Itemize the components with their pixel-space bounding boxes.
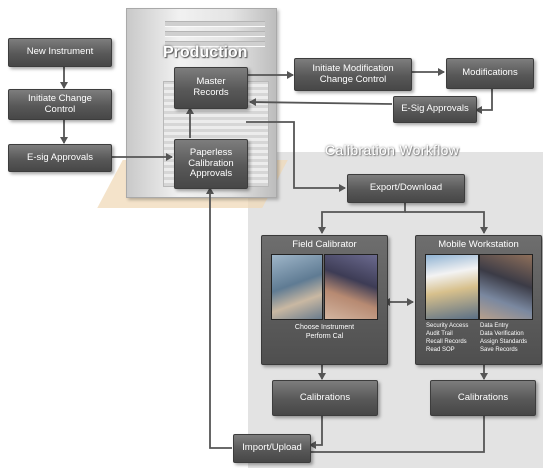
calibrations-left-box: Calibrations (272, 380, 378, 416)
feature-item: Audit Trail (426, 331, 453, 338)
master-records-box: Master Records (174, 67, 248, 109)
mobile-features-right: Data Entry Data Verification Assign Stan… (480, 322, 527, 354)
import-upload-box: Import/Upload (233, 434, 311, 463)
feature-item: Assign Standards (480, 339, 528, 346)
arrow-import-to-paperless (206, 187, 232, 449)
feature-item: Read SOP (426, 347, 455, 354)
field-calibrator-title: Field Calibrator (292, 239, 357, 250)
field-calibrator-device-photo (324, 254, 378, 320)
arrow-modifications-to-esig (475, 87, 493, 114)
new-instrument-box: New Instrument (8, 38, 112, 67)
feature-item: Recall Records (426, 339, 467, 346)
field-technician-photo (271, 254, 323, 320)
arrow-calibrations-to-import (309, 414, 323, 449)
mobile-workstation-panel: Mobile Workstation Security Access Audit… (415, 235, 542, 365)
mobile-workstation-title: Mobile Workstation (438, 239, 519, 250)
initiate-modification-box: Initiate Modification Change Control (294, 58, 412, 91)
field-calibrator-panel: Field Calibrator Choose Instrument Perfo… (261, 235, 388, 365)
calibrations-right-box: Calibrations (430, 380, 536, 416)
feature-item: Save Records (480, 347, 518, 354)
arrow-calibrations-right-to-import (310, 414, 485, 453)
mobile-features-left: Security Access Audit Trail Recall Recor… (426, 322, 468, 354)
arrow-export-split-right (405, 211, 488, 234)
initiate-change-control-box: Initiate Change Control (8, 89, 112, 120)
arrow-esig-to-master (249, 98, 393, 107)
mobile-workstation-photo (479, 254, 533, 320)
feature-item: Data Entry (480, 323, 509, 329)
server-slot (165, 41, 265, 47)
mobile-technician-photo (425, 254, 479, 320)
feature-item: Data Verification (480, 331, 524, 338)
feature-item: Security Access (426, 323, 469, 329)
production-title: Production (163, 44, 248, 61)
paperless-approvals-box: Paperless Calibration Approvals (174, 139, 248, 189)
server-slot (165, 31, 265, 37)
workflow-title: Calibration Workflow (325, 142, 460, 158)
modifications-box: Modifications (446, 58, 534, 89)
esig-approvals-left-box: E-sig Approvals (8, 144, 112, 172)
field-calibrator-caption: Choose Instrument Perform Cal (294, 324, 355, 341)
server-slot (165, 21, 265, 27)
arrow-export-split (318, 201, 406, 234)
export-download-box: Export/Download (347, 174, 465, 203)
arrow-master-to-export (246, 121, 346, 192)
esig-approvals-right-box: E-Sig Approvals (393, 96, 477, 123)
